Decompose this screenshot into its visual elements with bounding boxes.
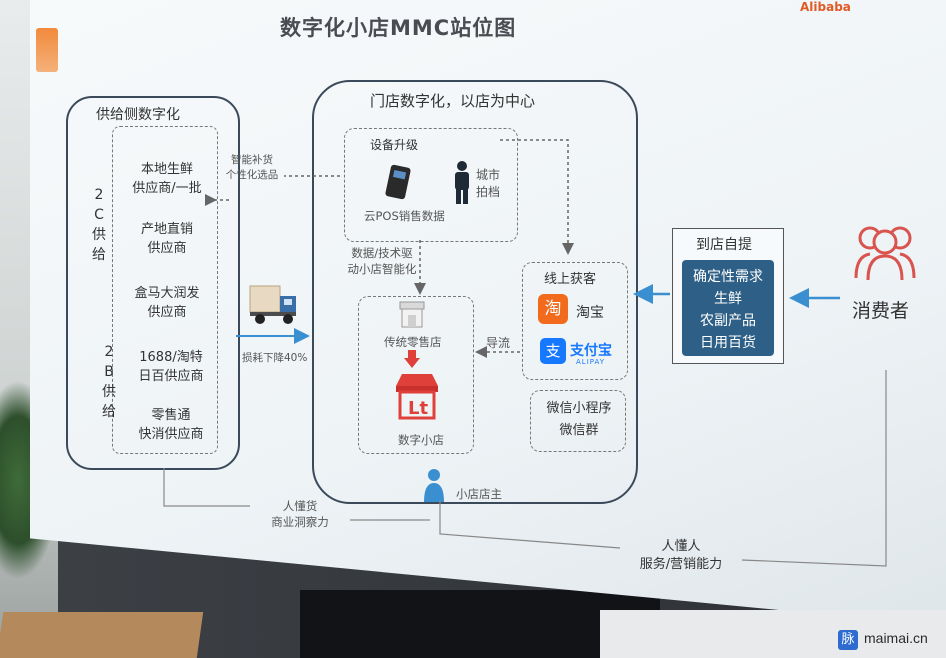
alipay-label: 支付宝 (570, 343, 612, 359)
wechat-box (530, 390, 626, 452)
smart-restock-note: 智能补货 个性化选品 (225, 154, 279, 181)
store-transform-box (358, 296, 474, 454)
online-acquisition-box (522, 262, 628, 380)
watermark-text: maimai.cn (864, 630, 928, 646)
pickup-item-4: 日用百货 (700, 335, 756, 351)
consumer-label: 消费者 (852, 300, 910, 322)
watermark-bar (600, 610, 946, 658)
understand-people-note: 人懂人 服务/营销能力 (639, 539, 723, 572)
traditional-store-label: 传统零售店 (384, 335, 442, 349)
understand-goods-note: 人懂货 商业洞察力 (271, 499, 329, 529)
pickup-heading: 到店自提 (696, 237, 752, 253)
equipment-upgrade-label: 设备升级 (370, 138, 419, 152)
supplier-2: 产地直销 供应商 (140, 222, 193, 256)
cost-down-note: 损耗下降40% (242, 352, 308, 364)
pos-sales-data-label: 云POS销售数据 (364, 209, 445, 223)
alipay-icon: 支 (540, 338, 566, 364)
taobao-label: 淘宝 (576, 305, 604, 321)
wechat-label: 微信小程序 微信群 (546, 401, 612, 438)
city-partner-label: 城市 拍档 (476, 168, 501, 199)
brand-logo: Alibaba (800, 0, 851, 14)
alipay-en-label: ALIPAY (576, 358, 606, 366)
watermark-logo-icon: 脉 (838, 630, 858, 650)
supplier-5: 零售通 快消供应商 (138, 408, 204, 442)
store-owner-icon (422, 468, 446, 504)
taobao-icon: 淘 (538, 294, 568, 324)
presentation-screen (30, 0, 946, 626)
store-heading: 门店数字化，以店为中心 (370, 92, 536, 110)
traffic-label: 导流 (486, 336, 511, 350)
supplier-4: 1688/淘特 日百供应商 (138, 350, 204, 384)
supply-heading: 供给侧数字化 (96, 107, 180, 123)
truck-icon (248, 282, 300, 326)
traditional-store-icon (398, 300, 426, 330)
digital-store-label: 数字小店 (398, 433, 444, 447)
pickup-item-2: 生鲜 (714, 291, 742, 307)
supply-side-panel (66, 96, 240, 470)
supplier-list (112, 126, 218, 454)
city-partner-icon (452, 160, 472, 206)
supplier-3: 盒马大润发 供应商 (134, 286, 200, 320)
to-b-supply-label: 2B供给 (102, 344, 116, 420)
data-tech-note: 数据/技术驱 动小店智能化 (347, 246, 417, 276)
pos-terminal-icon (382, 162, 416, 202)
store-owner-label: 小店店主 (456, 487, 502, 501)
digital-store-icon: Lt (394, 372, 440, 422)
transform-arrow-icon (404, 350, 420, 368)
slide-logo-icon (36, 28, 58, 72)
pickup-item-1: 确定性需求 (693, 269, 763, 285)
pickup-demand-box (682, 260, 774, 356)
to-c-supply-label: 2C供给 (92, 187, 106, 263)
consumer-icon (850, 222, 920, 284)
page-title: 数字化小店MMC站位图 (280, 16, 517, 40)
online-acquisition-label: 线上获客 (544, 272, 597, 287)
equipment-upgrade-box (344, 128, 518, 242)
pickup-item-3: 农副产品 (700, 313, 756, 329)
svg-text:Lt: Lt (408, 398, 428, 419)
supplier-1: 本地生鲜 供应商/一批 (132, 162, 202, 196)
